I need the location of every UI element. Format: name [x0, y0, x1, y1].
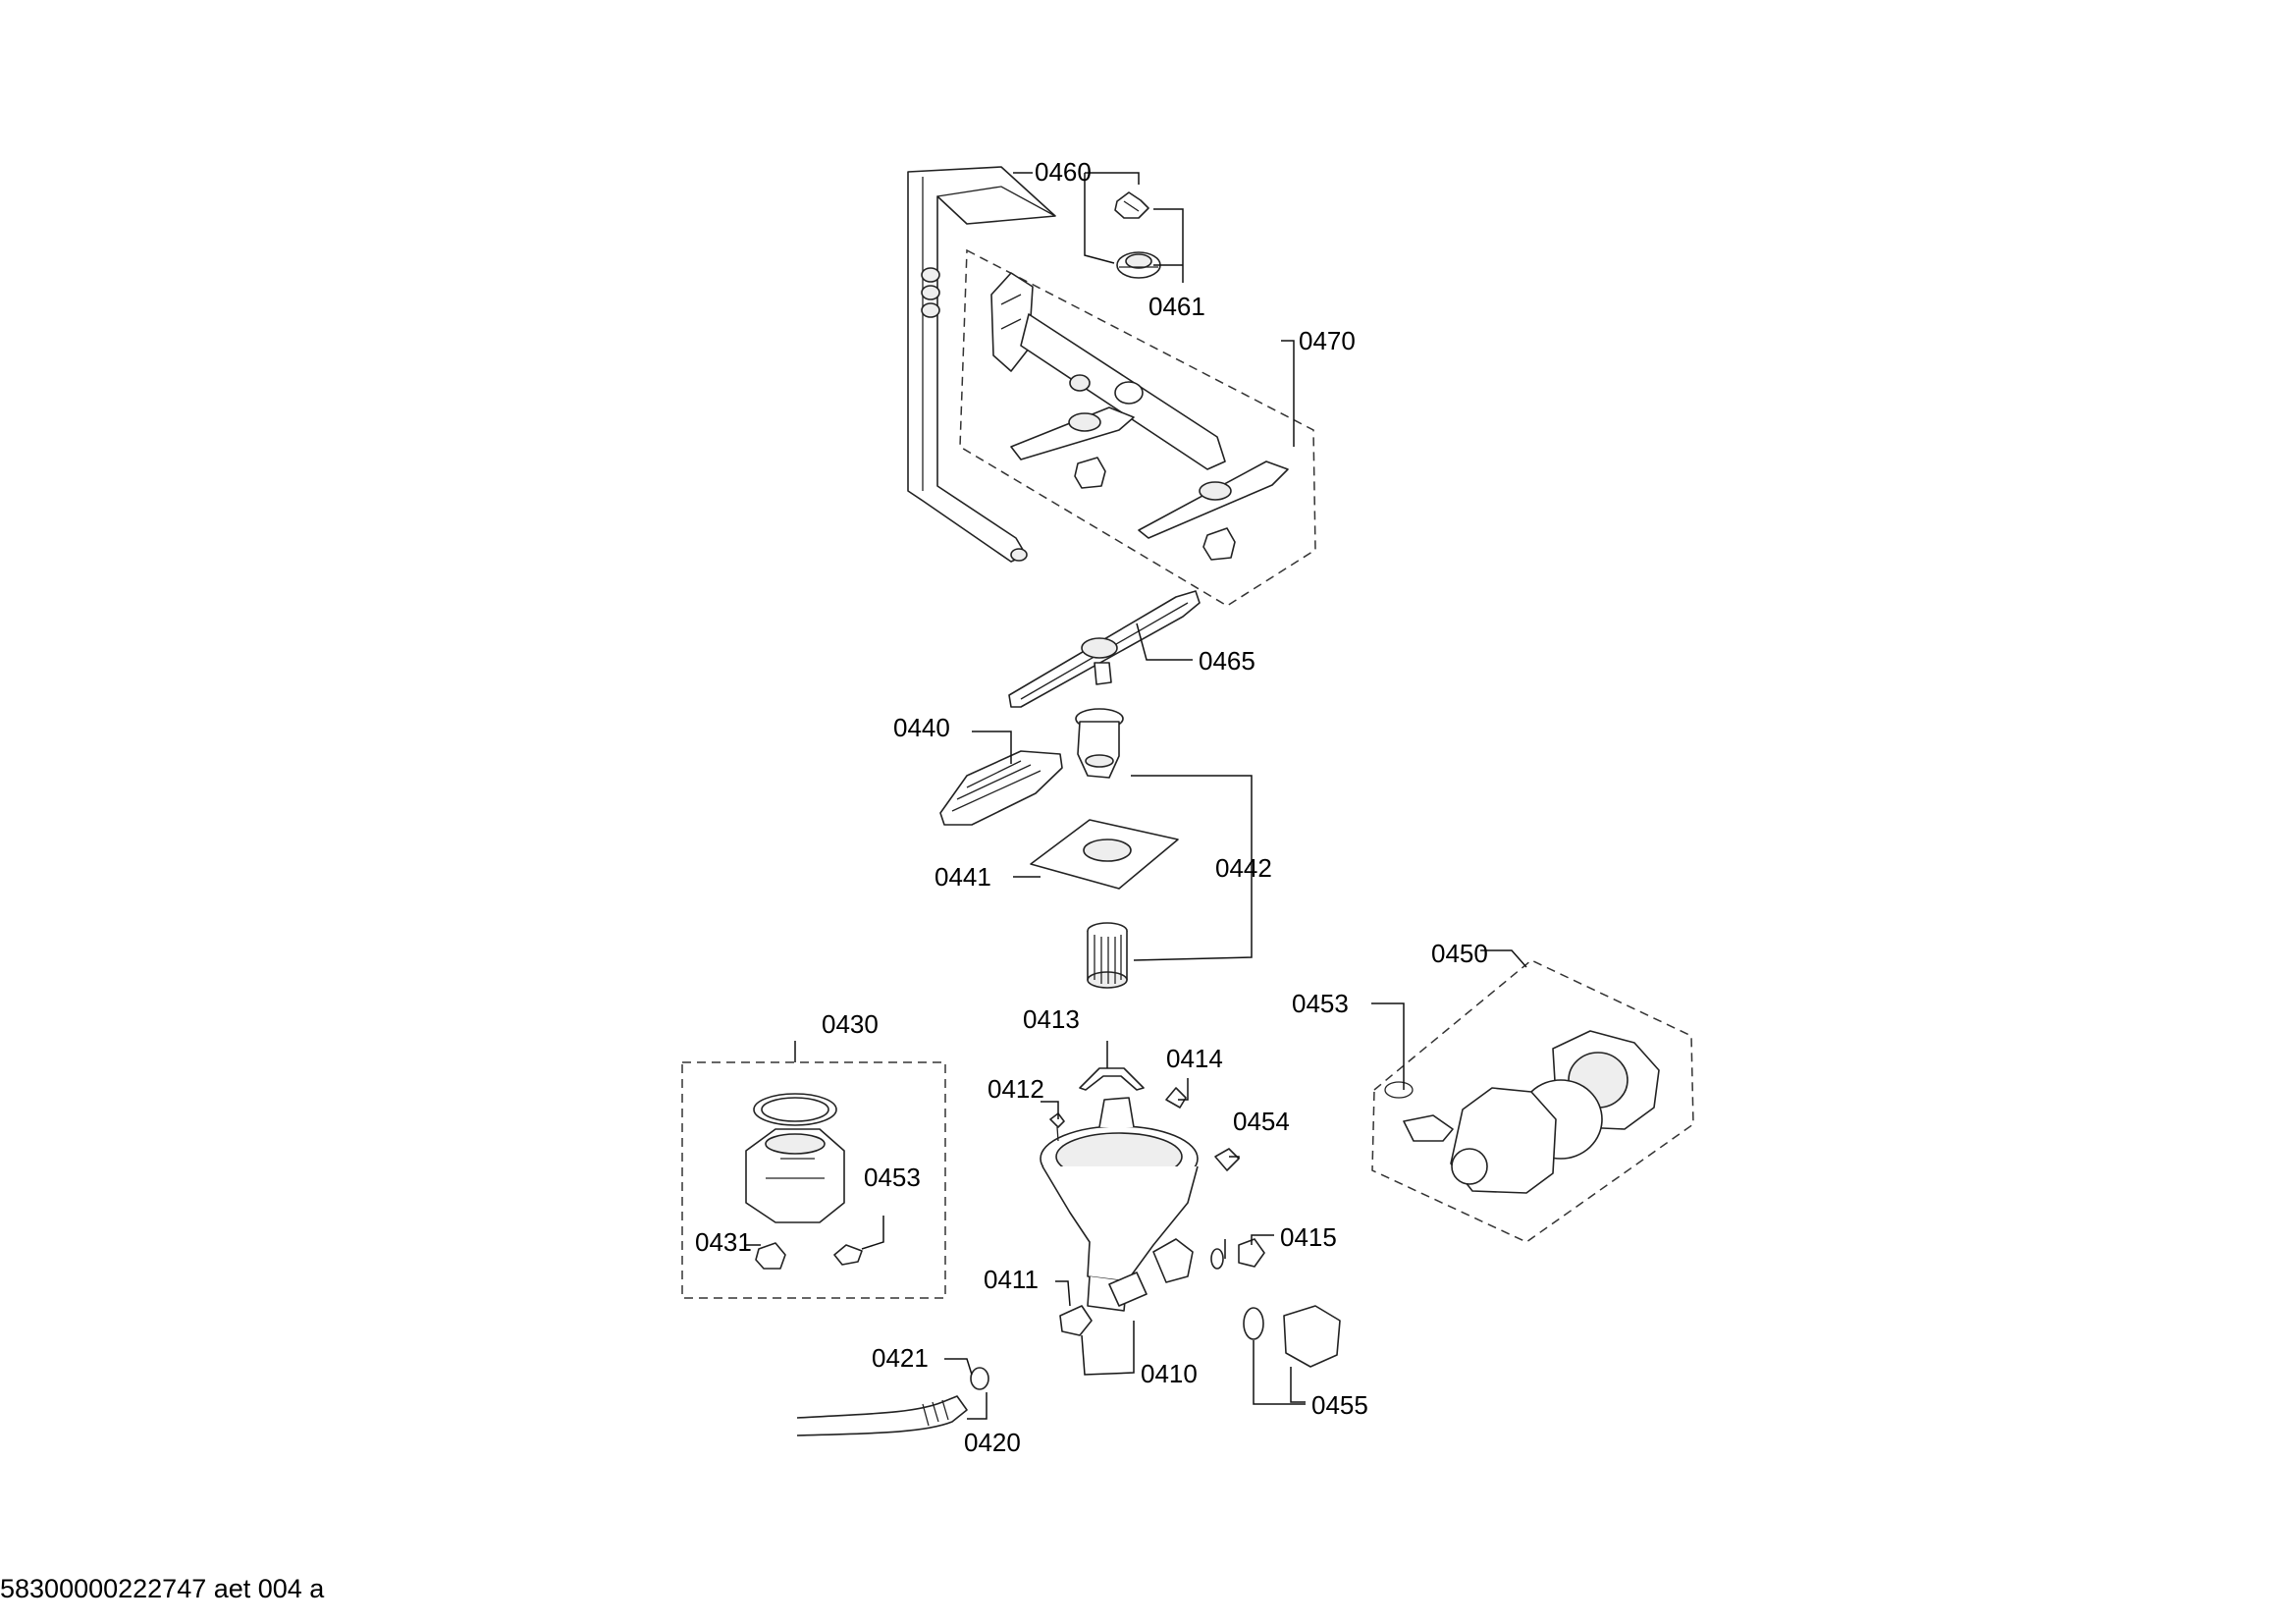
- small-parts-center: [1049, 1067, 1341, 1368]
- lower-spray-arm: [1008, 590, 1201, 708]
- label-0454: 0454: [1233, 1107, 1290, 1136]
- group-outline-0450: [1371, 959, 1694, 1243]
- label-0453-sump: 0453: [864, 1163, 921, 1192]
- label-0430: 0430: [822, 1009, 879, 1039]
- drain-hose: [796, 1367, 989, 1436]
- flat-filter-0441: [1030, 819, 1179, 890]
- label-0450: 0450: [1431, 939, 1488, 968]
- sump-0430-parts: [745, 1093, 863, 1270]
- label-0460: 0460: [1035, 157, 1092, 187]
- drawing-code: 58300000222747 aet 004 a: [0, 1574, 325, 1603]
- group-outline-0470: [959, 248, 1316, 607]
- label-0442: 0442: [1215, 853, 1272, 883]
- circulation-pump: [1384, 1030, 1660, 1194]
- label-0470: 0470: [1299, 326, 1356, 355]
- label-0431: 0431: [695, 1227, 752, 1257]
- label-0465: 0465: [1199, 646, 1255, 676]
- label-0413: 0413: [1023, 1004, 1080, 1034]
- label-0441: 0441: [934, 862, 991, 892]
- label-0461: 0461: [1148, 292, 1205, 321]
- upper-spray-arm-assembly: [990, 272, 1289, 561]
- label-0411: 0411: [984, 1265, 1039, 1294]
- leader-lines: [746, 172, 1527, 1420]
- label-0415: 0415: [1280, 1222, 1337, 1252]
- label-0414: 0414: [1166, 1044, 1223, 1073]
- ring-nut-0461: [1116, 251, 1161, 279]
- label-0440: 0440: [893, 713, 950, 742]
- sump-housing-0410: [1040, 1097, 1199, 1312]
- label-0412: 0412: [988, 1074, 1044, 1104]
- label-0453-pump: 0453: [1292, 989, 1349, 1018]
- microfilter-cylinder: [1087, 922, 1128, 989]
- label-0421: 0421: [872, 1343, 929, 1373]
- label-0410: 0410: [1141, 1359, 1198, 1388]
- fine-filter-0440: [939, 750, 1063, 826]
- label-0455: 0455: [1311, 1390, 1368, 1420]
- label-0420: 0420: [964, 1428, 1021, 1457]
- coarse-filter-top: [1075, 708, 1124, 779]
- water-supply-pipe: [907, 166, 1056, 563]
- nozzle-part-0460: [1114, 191, 1149, 219]
